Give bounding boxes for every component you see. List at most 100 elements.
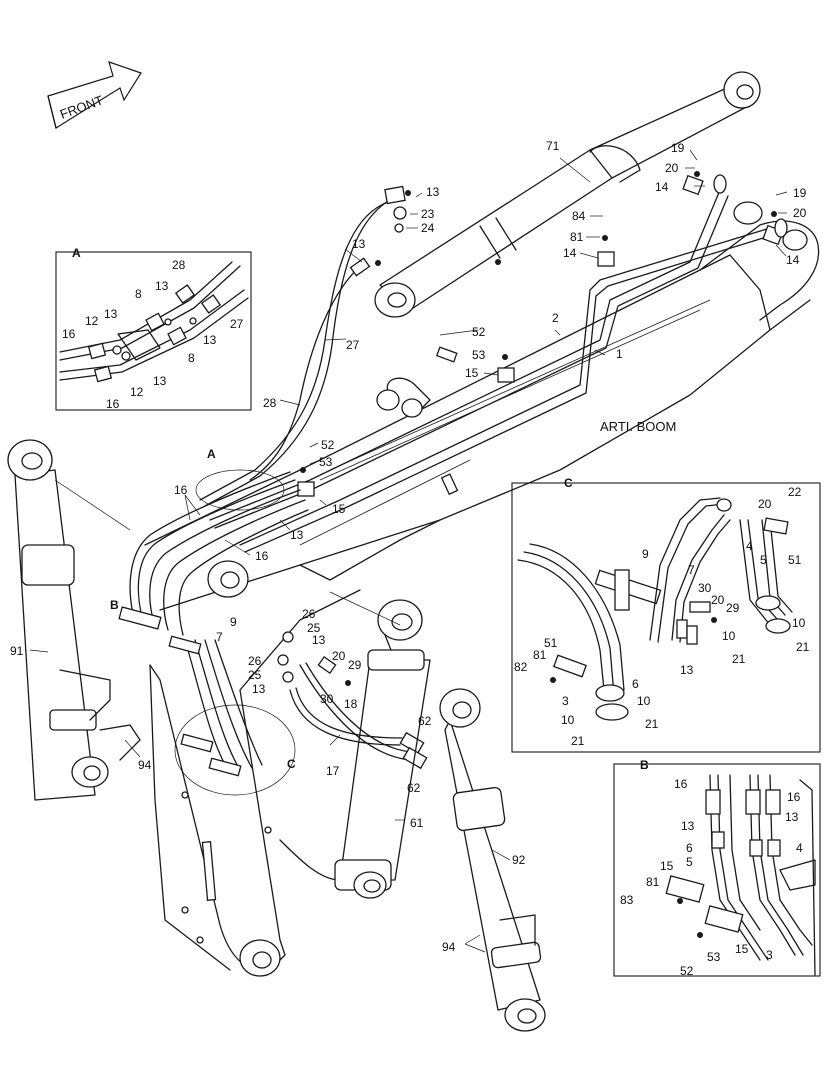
part-label: 13 — [155, 279, 169, 293]
part-label: 83 — [620, 893, 634, 907]
part-label: 26 — [302, 607, 316, 621]
part-label: 16 — [174, 483, 188, 497]
part-label: 13 — [681, 819, 695, 833]
detail-box-c: C — [511, 476, 821, 753]
part-label: 16 — [674, 777, 688, 791]
part-label: 4 — [796, 841, 803, 855]
part-label: 4 — [746, 539, 753, 553]
part-label: 81 — [646, 875, 660, 889]
part-label: 28 — [172, 258, 186, 272]
hoses-16-bundle — [129, 469, 309, 636]
part-label: 13 — [252, 682, 266, 696]
part-labels: 71 19 20 14 19 20 14 84 81 14 13 23 24 1… — [10, 139, 810, 978]
part-label: 20 — [758, 497, 772, 511]
part-label: 15 — [735, 942, 749, 956]
arti-boom — [144, 201, 820, 611]
part-label: 71 — [546, 139, 560, 153]
part-label: 21 — [796, 640, 810, 654]
part-label: 16 — [106, 397, 120, 411]
part-label: 62 — [418, 714, 432, 728]
part-label: 23 — [421, 207, 435, 221]
part-label: 81 — [570, 230, 584, 244]
part-label: 52 — [680, 964, 694, 978]
part-label: 24 — [421, 221, 435, 235]
part-label: 52 — [321, 438, 335, 452]
part-label: 61 — [410, 816, 424, 830]
part-label: 94 — [442, 940, 456, 954]
hoses-27-28 — [199, 185, 411, 507]
pipes-1-2 — [209, 171, 788, 553]
detail-box-b: B — [613, 758, 821, 977]
part-label: 8 — [188, 351, 195, 365]
part-label: 17 — [326, 764, 340, 778]
part-label: 81 — [533, 648, 547, 662]
hoses-17-30 — [118, 606, 428, 777]
detail-c-header: C — [564, 476, 573, 490]
part-label: 9 — [642, 547, 649, 561]
part-label: 6 — [686, 841, 693, 855]
part-label: 14 — [786, 253, 800, 267]
arti-boom-label: ARTI. BOOM — [600, 419, 676, 434]
part-label: 15 — [465, 366, 479, 380]
part-label: 9 — [230, 615, 237, 629]
part-label: 21 — [732, 652, 746, 666]
part-label: 27 — [230, 317, 244, 331]
part-label: 29 — [726, 601, 740, 615]
part-label: 53 — [472, 348, 486, 362]
part-label: 28 — [263, 396, 277, 410]
part-label: 15 — [660, 859, 674, 873]
part-label: 21 — [645, 717, 659, 731]
part-label: 22 — [788, 485, 802, 499]
part-label: 91 — [10, 644, 24, 658]
part-label: 27 — [346, 338, 360, 352]
part-label: 20 — [711, 593, 725, 607]
part-label: 8 — [135, 287, 142, 301]
part-label: 10 — [792, 616, 806, 630]
part-label: 7 — [688, 563, 695, 577]
part-label: 12 — [85, 314, 99, 328]
part-label: 14 — [563, 246, 577, 260]
part-label: 21 — [571, 734, 585, 748]
part-label: 13 — [680, 663, 694, 677]
part-label: 10 — [637, 694, 651, 708]
part-label: 16 — [787, 790, 801, 804]
part-label: 51 — [544, 636, 558, 650]
part-label: 1 — [616, 347, 623, 361]
part-label: 12 — [130, 385, 144, 399]
leader-lines — [29, 149, 788, 953]
part-label: 29 — [348, 658, 362, 672]
part-label: 19 — [793, 186, 807, 200]
part-label: 13 — [104, 307, 118, 321]
detail-box-a: A — [55, 246, 252, 411]
part-label: 26 — [248, 654, 262, 668]
ref-a-label: A — [207, 447, 216, 461]
part-label: 13 — [290, 528, 304, 542]
part-label: 13 — [203, 333, 217, 347]
part-label: 13 — [352, 237, 366, 251]
bucket-cylinder-61 — [329, 591, 431, 899]
front-arrow: FRONT — [47, 61, 142, 129]
ref-b-label: B — [110, 598, 119, 612]
part-label: 20 — [793, 206, 807, 220]
part-label: 13 — [785, 810, 799, 824]
part-label: 14 — [655, 180, 669, 194]
part-label: 51 — [788, 553, 802, 567]
part-label: 15 — [332, 502, 346, 516]
part-label: 7 — [216, 630, 223, 644]
part-label: 13 — [312, 633, 326, 647]
part-label: 2 — [552, 311, 559, 325]
part-label: 53 — [707, 950, 721, 964]
part-label: 25 — [307, 621, 321, 635]
part-label: 3 — [766, 948, 773, 962]
part-label: 5 — [686, 855, 693, 869]
part-label: 18 — [344, 697, 358, 711]
part-label: 16 — [62, 327, 76, 341]
part-label: 10 — [561, 713, 575, 727]
part-label: 5 — [760, 553, 767, 567]
part-label: 30 — [320, 692, 334, 706]
arm-cylinder-91 — [7, 439, 141, 801]
part-label: 30 — [698, 581, 712, 595]
detail-a-header: A — [72, 246, 81, 260]
